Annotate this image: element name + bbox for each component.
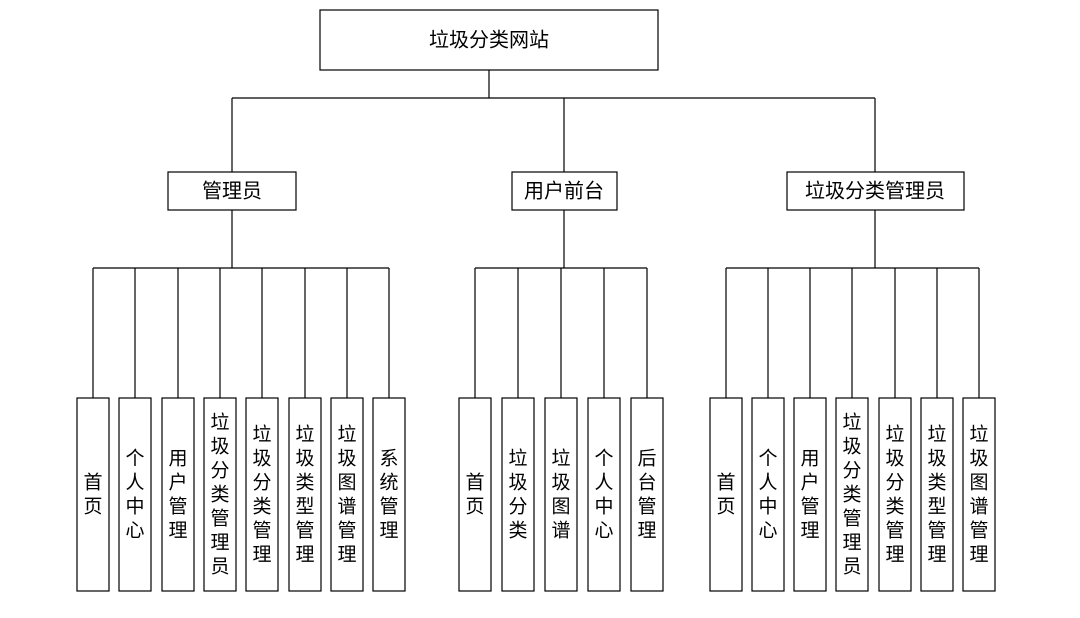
- leaf-box: [587, 397, 621, 592]
- root-label: 垃圾分类网站: [429, 28, 549, 52]
- leaf-label: 垃圾分类管理员: [210, 411, 229, 577]
- leaf-label: 垃圾类型管理: [295, 423, 314, 565]
- leaf-box: [630, 397, 664, 592]
- leaf-label: 垃圾图谱管理: [337, 423, 356, 565]
- leaf-label: 垃圾图谱: [551, 447, 570, 541]
- leaf-node: 垃圾分类管理员: [203, 397, 237, 592]
- leaf-node: 垃圾类型管理: [920, 397, 954, 592]
- leaf-box: [962, 397, 996, 592]
- leaf-node: 首页: [709, 397, 743, 592]
- leaf-label: 垃圾类型管理: [927, 423, 946, 565]
- leaf-label: 个人中心: [125, 447, 144, 541]
- leaf-label: 个人中心: [594, 447, 613, 541]
- leaf-box: [245, 397, 279, 592]
- leaf-node: 垃圾分类管理: [878, 397, 912, 592]
- leaf-node: 个人中心: [587, 397, 621, 592]
- leaf-node: 用户管理: [793, 397, 827, 592]
- leaf-box: [878, 397, 912, 592]
- leaf-box: [76, 397, 110, 592]
- leaf-node: 垃圾图谱: [544, 397, 578, 592]
- leaf-box: [372, 397, 406, 592]
- leaf-label: 用户管理: [168, 447, 187, 541]
- group-label-frontend: 用户前台: [524, 179, 604, 203]
- leaf-node: 首页: [458, 397, 492, 592]
- leaf-box: [501, 397, 535, 592]
- leaf-node: 系统管理: [372, 397, 406, 592]
- leaf-node: 个人中心: [751, 397, 785, 592]
- leaf-label: 系统管理: [379, 447, 398, 541]
- leaf-box: [920, 397, 954, 592]
- leaf-box: [161, 397, 195, 592]
- connector-lines: [92, 70, 980, 398]
- leaf-node: 个人中心: [118, 397, 152, 592]
- leaf-node: 用户管理: [161, 397, 195, 592]
- root-node: 垃圾分类网站: [319, 9, 659, 71]
- leaf-node: 垃圾分类管理: [245, 397, 279, 592]
- leaf-node: 垃圾分类: [501, 397, 535, 592]
- leaf-box: [751, 397, 785, 592]
- leaf-label: 垃圾图谱管理: [969, 423, 988, 565]
- group-label-sorting-admin: 垃圾分类管理员: [805, 179, 945, 203]
- leaf-nodes: 首页 个人中心 用户管理 垃圾分类管理员 垃圾分类管理 垃圾类型管理 垃圾图谱管理 系统管理 首…: [76, 397, 996, 592]
- leaf-box: [709, 397, 743, 592]
- leaf-node: 垃圾图谱管理: [962, 397, 996, 592]
- leaf-label: 垃圾分类管理: [885, 423, 904, 565]
- group-node-sorting-admin: 垃圾分类管理员: [786, 171, 965, 211]
- leaf-label: 首页: [716, 471, 735, 517]
- group-node-admin: 管理员: [167, 171, 297, 211]
- leaf-node: 首页: [76, 397, 110, 592]
- leaf-label: 首页: [465, 471, 484, 517]
- leaf-box: [793, 397, 827, 592]
- leaf-box: [203, 397, 237, 592]
- group-label-admin: 管理员: [202, 179, 262, 203]
- leaf-box: [544, 397, 578, 592]
- leaf-box: [118, 397, 152, 592]
- leaf-label: 首页: [83, 471, 102, 517]
- leaf-label: 个人中心: [758, 447, 777, 541]
- leaf-box: [288, 397, 322, 592]
- leaf-label: 垃圾分类管理: [252, 423, 271, 565]
- leaf-box: [458, 397, 492, 592]
- leaf-label: 后台管理: [637, 447, 656, 541]
- leaf-label: 垃圾分类管理员: [842, 411, 861, 577]
- group-node-frontend: 用户前台: [511, 171, 618, 211]
- leaf-node: 垃圾图谱管理: [330, 397, 364, 592]
- leaf-label: 垃圾分类: [508, 447, 527, 541]
- leaf-node: 垃圾类型管理: [288, 397, 322, 592]
- leaf-box: [835, 397, 869, 592]
- leaf-box: [330, 397, 364, 592]
- leaf-node: 后台管理: [630, 397, 664, 592]
- leaf-label: 用户管理: [800, 447, 819, 541]
- leaf-node: 垃圾分类管理员: [835, 397, 869, 592]
